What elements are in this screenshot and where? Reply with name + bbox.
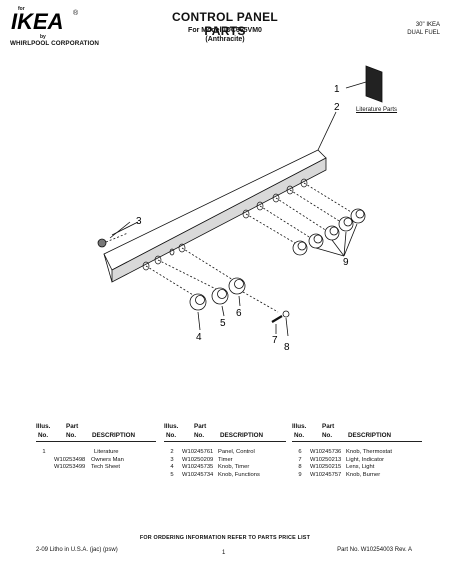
callout-1: 1 <box>334 84 340 95</box>
model-color: (Anthracite) <box>205 36 245 43</box>
callout-5: 5 <box>220 318 226 329</box>
range-size: 30" IKEA <box>415 22 440 28</box>
litho-info: 2-09 Litho in U.S.A. (jac) (psw) <box>36 547 118 553</box>
header-illus: Illus. <box>36 423 51 430</box>
callout-4: 4 <box>196 332 202 343</box>
header-part-no: No. <box>322 432 333 439</box>
exploded-parts-diagram: 1 2 3 9 6 5 4 7 8 <box>97 65 383 353</box>
header-part: Part <box>322 423 335 430</box>
header-description: DESCRIPTION <box>348 432 392 439</box>
header-description: DESCRIPTION <box>92 432 136 439</box>
model-number: For Model:IDC665VM0 <box>188 27 262 34</box>
ikea-logo: IKEA <box>11 9 64 33</box>
header-part-no: No. <box>66 432 77 439</box>
registered-mark: ® <box>73 10 79 17</box>
header-part: Part <box>194 423 207 430</box>
header-description: DESCRIPTION <box>220 432 264 439</box>
logo-corporation: WHIRLPOOL CORPORATION <box>10 40 99 47</box>
logo-text: IKEA <box>11 9 64 33</box>
logo-for-text: for <box>18 6 25 12</box>
literature-parts-label: Literature Parts <box>356 107 398 113</box>
parts-column-3: Illus. No. Part No. DESCRIPTION 6 W10245… <box>292 422 422 478</box>
fuel-type: DUAL FUEL <box>407 30 440 36</box>
header-part: Part <box>66 423 79 430</box>
header-illus-no: No. <box>38 432 49 439</box>
literature-booklet-illustration <box>365 65 383 103</box>
header-illus-no: No. <box>166 432 177 439</box>
header-part-no: No. <box>194 432 205 439</box>
page-number: 1 <box>222 550 226 556</box>
document-part-number: Part No. W10254003 Rev. A <box>337 547 412 553</box>
callout-3: 3 <box>136 216 142 227</box>
parts-column-2: Illus. No. Part No. DESCRIPTION 2 W10245… <box>164 422 286 478</box>
header-illus: Illus. <box>292 423 307 430</box>
parts-column-1: Illus. No. Part No. DESCRIPTION 1 Litera… <box>36 422 156 470</box>
control-panel-illustration <box>103 149 327 271</box>
burner-knob-illustrations <box>292 208 366 256</box>
callout-9: 9 <box>343 257 349 268</box>
page-title: CONTROL PANEL PARTS <box>171 10 279 38</box>
header-illus-no: No. <box>294 432 305 439</box>
callout-6: 6 <box>236 308 242 319</box>
logo-by-text: by <box>40 34 46 40</box>
callout-8: 8 <box>284 342 290 353</box>
callout-2: 2 <box>334 102 340 113</box>
header-illus: Illus. <box>164 423 179 430</box>
ordering-note: FOR ORDERING INFORMATION REFER TO PARTS … <box>139 535 311 541</box>
indicator-light-illustration <box>271 310 290 323</box>
callout-7: 7 <box>272 335 278 346</box>
